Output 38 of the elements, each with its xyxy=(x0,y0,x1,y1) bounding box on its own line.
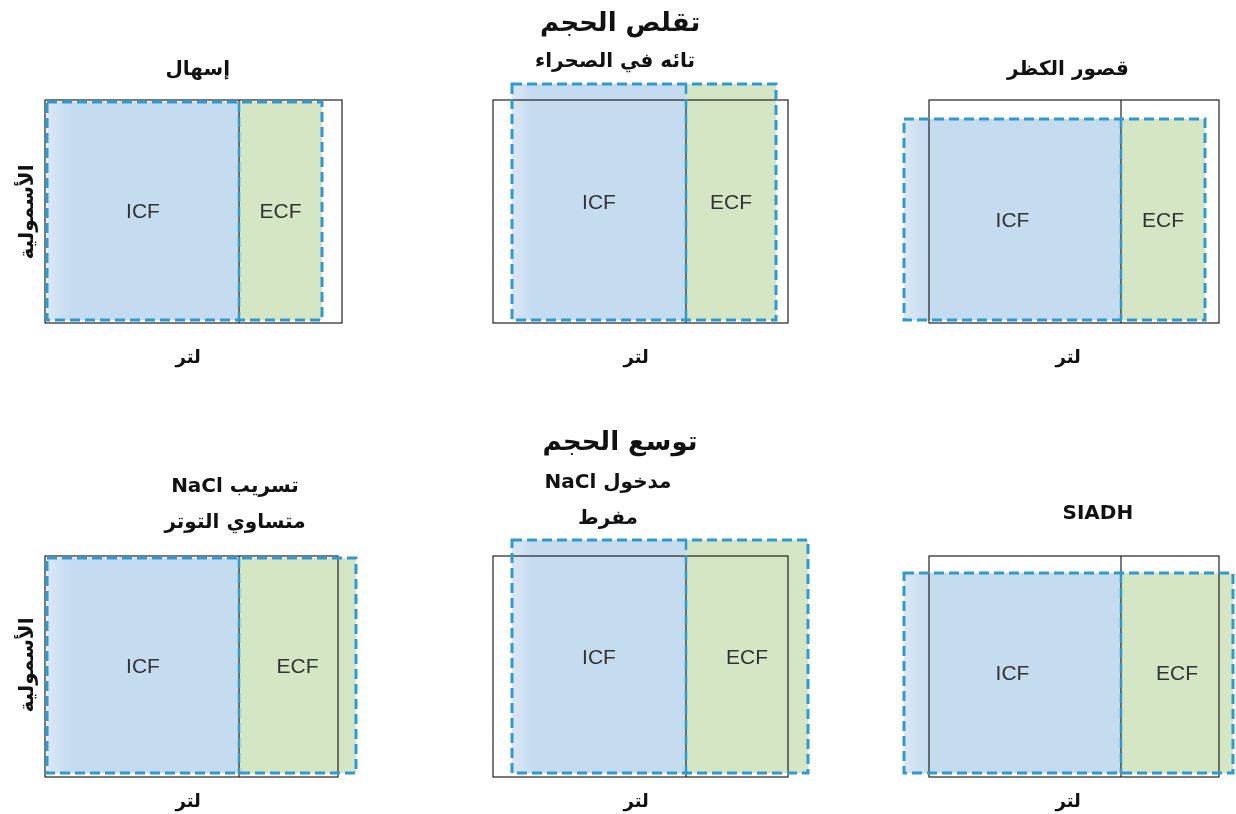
extracellular-fluid-area xyxy=(1121,119,1205,320)
intracellular-fluid-area xyxy=(47,558,239,773)
compartment-label: ICF xyxy=(126,199,160,223)
intracellular-fluid-area xyxy=(904,573,1121,773)
panel-title: إسهال xyxy=(165,56,231,80)
compartment-label: ECF xyxy=(276,653,319,678)
panel-title: قصور الكظر xyxy=(1007,56,1129,80)
axis-label: لتر xyxy=(175,789,201,811)
axis-label: لتر xyxy=(623,345,649,367)
extracellular-fluid-area xyxy=(686,84,776,320)
axis-label: لتر xyxy=(1055,789,1081,811)
compartment-label: ICF xyxy=(126,653,160,678)
intracellular-fluid-area xyxy=(512,540,686,773)
extracellular-fluid-area xyxy=(239,558,356,773)
axis-label: لتر xyxy=(623,789,649,811)
compartment-label: ECF xyxy=(1142,207,1184,232)
axis-label: لتر xyxy=(175,345,201,367)
compartment-label: ICF xyxy=(995,207,1030,232)
axis-label: لتر xyxy=(1055,345,1081,367)
section-heading: تقلص الحجم xyxy=(540,7,701,37)
panel-title: SIADH xyxy=(1062,500,1134,524)
compartment-label: ECF xyxy=(1156,661,1198,685)
intracellular-fluid-area xyxy=(512,84,686,320)
panel-title: تائه في الصحراء xyxy=(535,48,695,72)
intracellular-fluid-area xyxy=(904,119,1121,320)
panel-title: مدخول NaCl مفرط xyxy=(543,468,673,531)
extracellular-fluid-area xyxy=(239,102,322,320)
panel-title: تسريب NaCl متساوي التوتر xyxy=(162,472,307,536)
compartment-label: ECF xyxy=(726,644,768,669)
compartment-label: ECF xyxy=(710,190,752,214)
section-heading: توسع الحجم xyxy=(542,426,698,456)
compartment-label: ICF xyxy=(582,190,616,214)
compartment-label: ECF xyxy=(259,199,302,223)
compartment-label: ICF xyxy=(582,644,616,669)
compartment-label: ICF xyxy=(995,661,1030,685)
intracellular-fluid-area xyxy=(47,102,239,320)
extracellular-fluid-area xyxy=(686,540,808,773)
extracellular-fluid-area xyxy=(1121,573,1233,773)
